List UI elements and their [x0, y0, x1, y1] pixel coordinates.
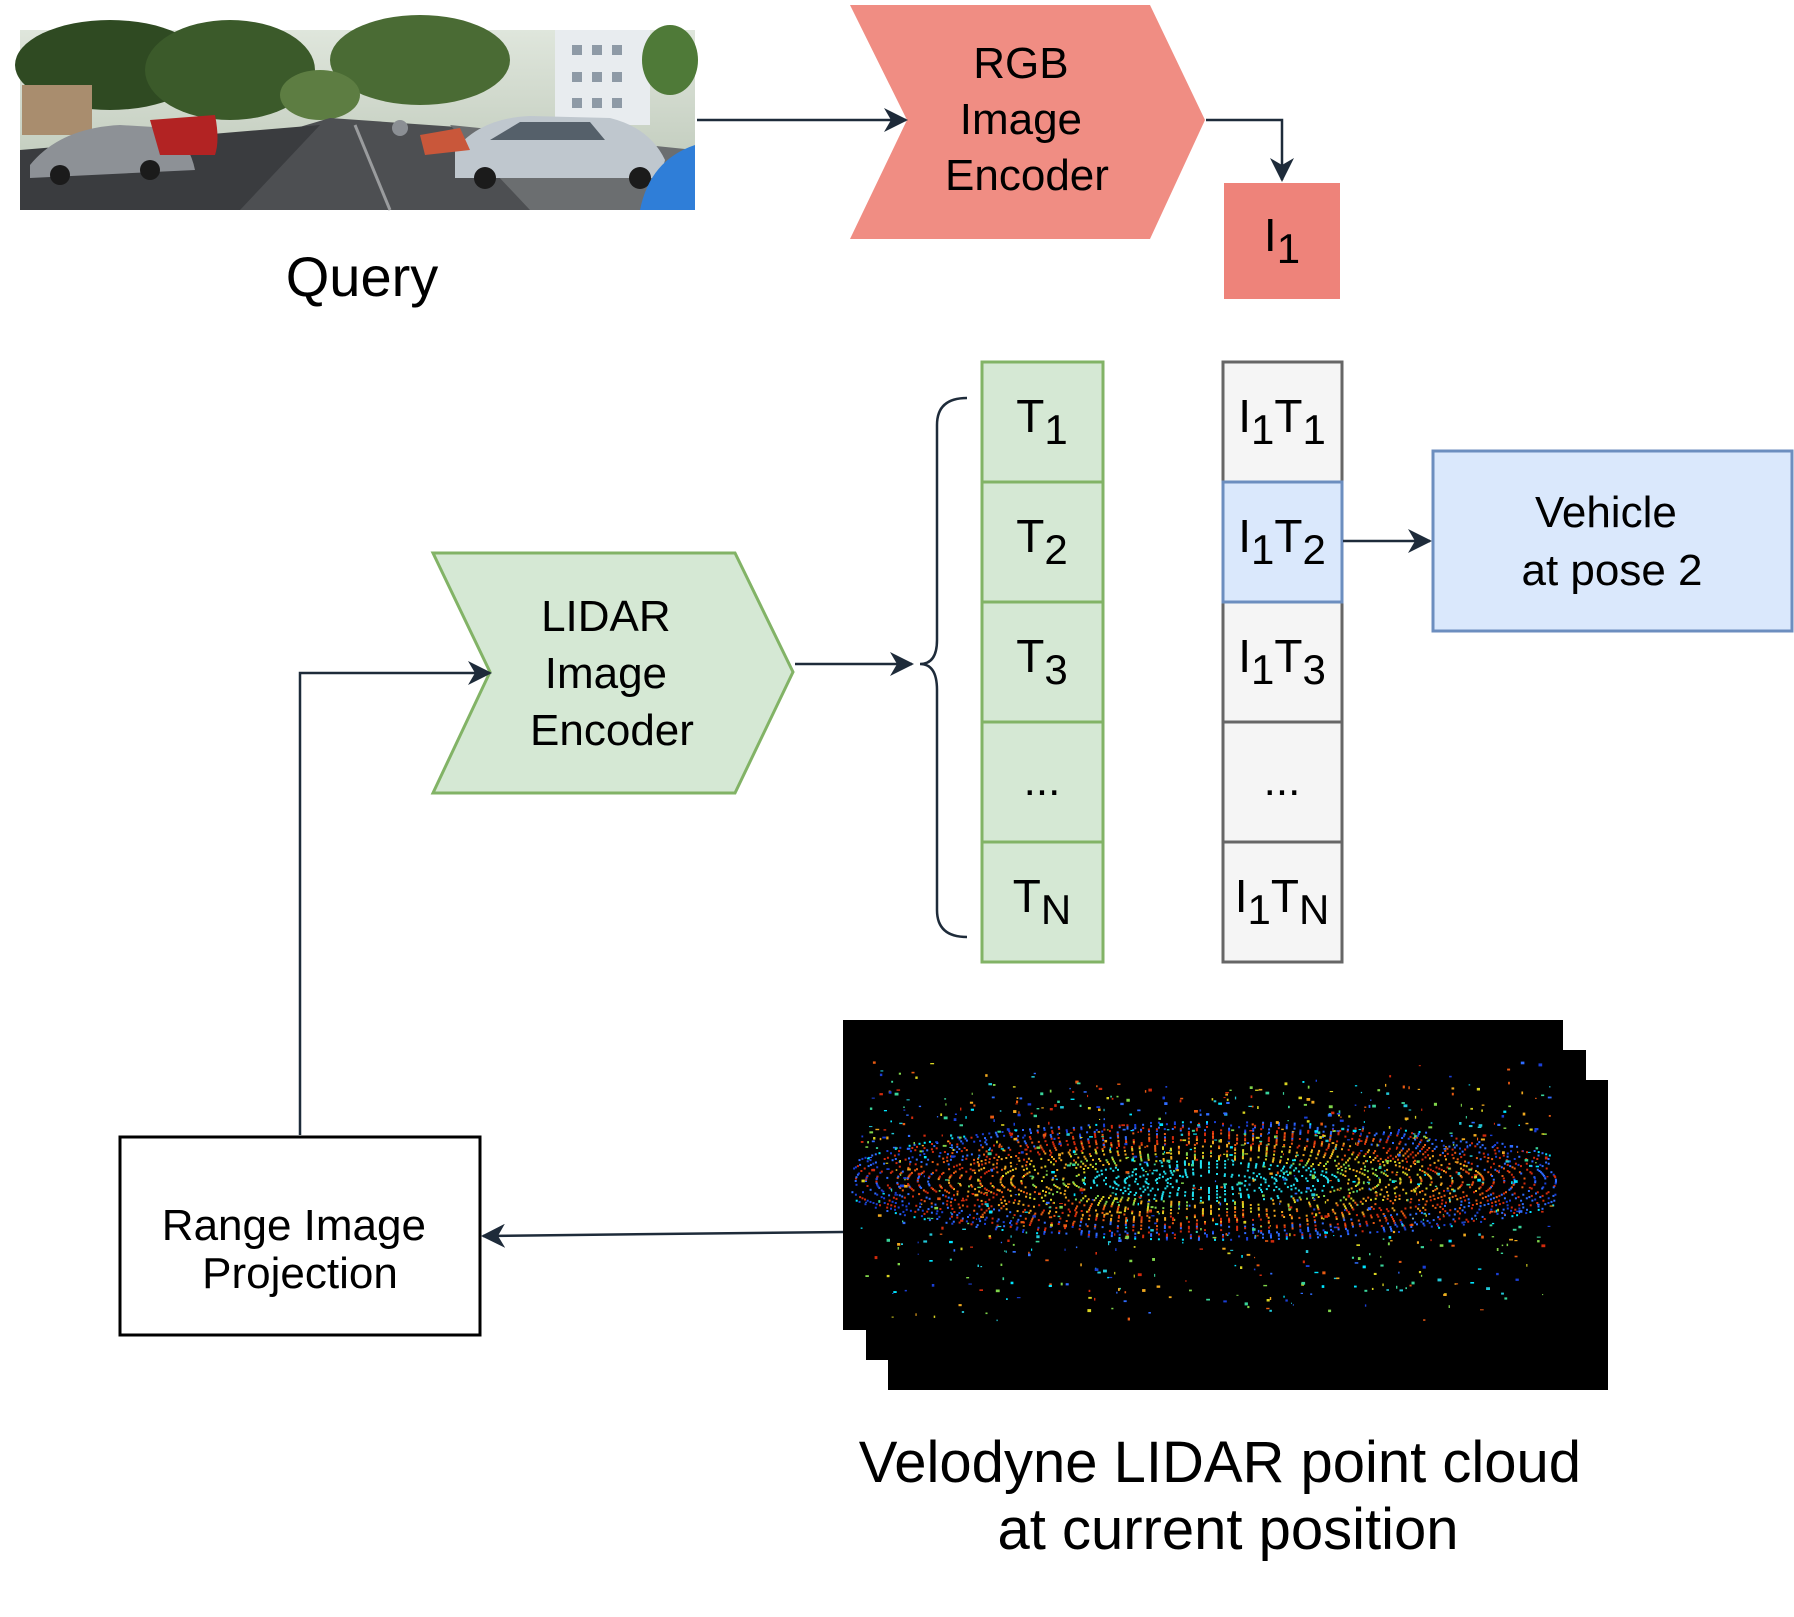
it-ellipsis-label: ...	[1264, 756, 1301, 805]
t-cell-2	[980, 480, 1105, 604]
arrow-pointcloud-to-range	[481, 1223, 844, 1248]
it-cell-1	[1221, 360, 1344, 484]
t-ellipsis-label: ...	[1024, 756, 1061, 805]
t1-label: T1	[1016, 390, 1067, 453]
range-image-projection-box	[118, 1135, 482, 1337]
i1-label: I1	[1264, 209, 1300, 272]
vehicle-pose-box	[1431, 449, 1794, 633]
range-image-projection-label: Range Image Projection	[162, 1201, 438, 1298]
lidar-encoder-label: LIDAR Image Encoder	[530, 592, 694, 755]
t-cell-1	[980, 360, 1105, 484]
i1-embedding-box	[1224, 183, 1340, 299]
tn-label: TN	[1013, 870, 1071, 933]
embeddings-brace	[919, 396, 968, 939]
vehicle-pose-label: Vehicle at pose 2	[1521, 488, 1702, 595]
it-cell-3	[1221, 600, 1344, 724]
it-cell-ellipsis	[1221, 720, 1344, 844]
query-caption: Query	[286, 245, 439, 308]
i1tn-label: I1TN	[1235, 870, 1330, 933]
rgb-encoder-label: RGB Image Encoder	[945, 39, 1109, 200]
i1t3-label: I1T3	[1238, 630, 1326, 693]
rgb-image-encoder	[850, 5, 1205, 239]
similarity-column: I1T1 I1T2 I1T3 ... I1TN	[1221, 360, 1344, 964]
it-cell-n	[1221, 840, 1344, 964]
text-embedding-column: T1 T2 T3 ... TN	[980, 360, 1105, 964]
i1t2-label: I1T2	[1238, 510, 1326, 573]
point-cloud-points	[851, 1061, 1557, 1322]
query-image	[15, 15, 698, 211]
t2-label: T2	[1016, 510, 1067, 573]
t-cell-3	[980, 600, 1105, 724]
t-cell-ellipsis	[980, 720, 1105, 844]
arrow-range-to-lidar-encoder	[298, 661, 492, 1135]
i1t1-label: I1T1	[1238, 390, 1326, 453]
it-cell-2-highlighted	[1221, 480, 1344, 604]
lidar-caption: Velodyne LIDAR point cloud at current po…	[859, 1430, 1597, 1562]
lidar-point-cloud-stack	[843, 1020, 1608, 1390]
arrow-rgb-to-i1	[1206, 118, 1294, 182]
t-cell-n	[980, 840, 1105, 964]
t3-label: T3	[1016, 630, 1067, 693]
